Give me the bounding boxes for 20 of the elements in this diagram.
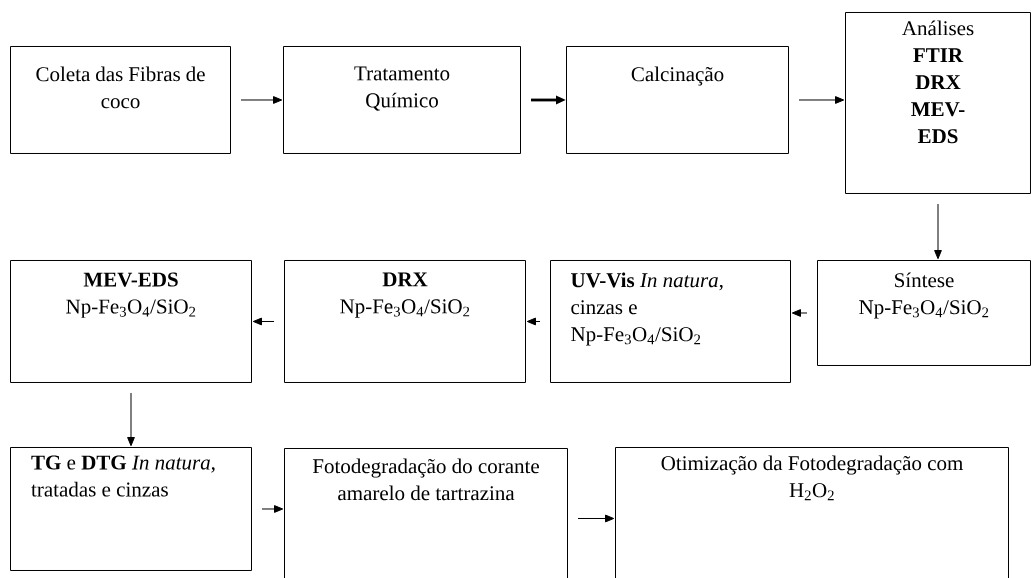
- process-box: Otimização da Fotodegradação com H$_{2}$O$_{2}$: [615, 447, 1009, 578]
- arrow: [577, 514, 615, 523]
- arrow: [526, 317, 541, 326]
- process-box: Fotodegradação do corante amarelo de tartrazina: [284, 448, 568, 578]
- arrow: [240, 96, 283, 104]
- process-box: Calcinação: [566, 46, 789, 154]
- process-box: Tratamento Químico: [283, 46, 521, 154]
- process-box: Coleta das Fibras de coco: [10, 46, 231, 154]
- process-box: MEV-EDS Np-Fe$_{3}$O$_{4}$/SiO$_{2}$: [10, 260, 252, 383]
- arrow: [798, 96, 845, 104]
- arrow: [261, 505, 284, 513]
- arrow: [791, 309, 808, 317]
- process-box: Análises FTIR DRX MEV-EDS: [845, 12, 1031, 194]
- arrow: [934, 203, 942, 260]
- process-box: UV-Vis In natura, cinzas e Np-Fe$_{3}$O$_{4}$/SiO$_{2}$: [550, 260, 791, 383]
- arrow: [252, 317, 275, 326]
- process-box: TG e DTG In natura, tratadas e cinzas: [10, 447, 252, 571]
- arrow: [127, 392, 135, 447]
- process-box: DRX Np-Fe$_{3}$O$_{4}$/SiO$_{2}$: [284, 260, 526, 383]
- process-box: Síntese Np-Fe$_{3}$O$_{4}$/SiO$_{2}$: [817, 260, 1031, 366]
